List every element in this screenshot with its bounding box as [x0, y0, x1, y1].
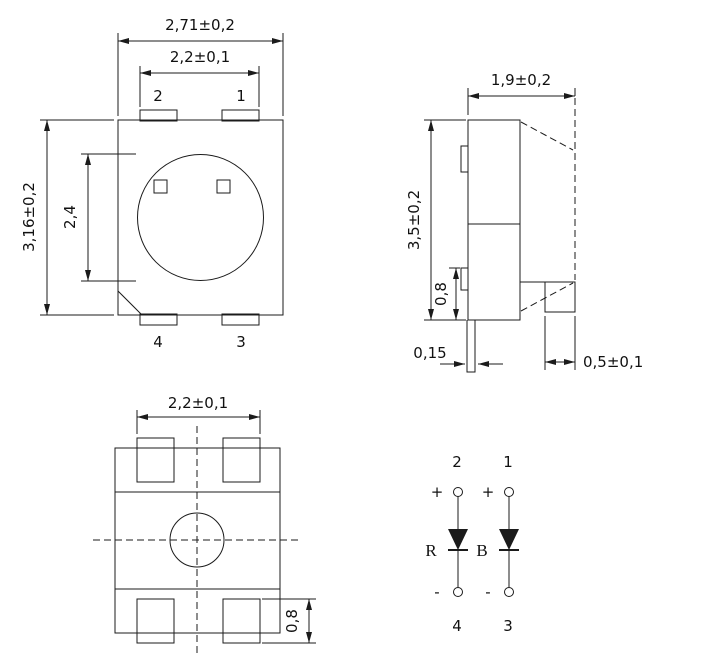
schematic-diode-red: 2 + - R 4: [425, 453, 468, 635]
bottom-view: 2,2±0,1 0,8: [93, 394, 316, 655]
side-dashed-diagonal-bottom: [520, 282, 574, 312]
side-lead-notch-top: [460, 145, 468, 173]
dim-label-height: 3,5±0,2: [405, 190, 423, 250]
diode-label-r: R: [425, 541, 437, 560]
schematic-pin-1-label: 1: [503, 453, 513, 471]
dim-label-depth: 1,9±0,2: [491, 71, 551, 89]
side-view: 1,9±0,2 3,5±0,2 0,8 0,15 0,5±0,1: [405, 71, 643, 373]
dim-label-outer-width: 2,71±0,2: [165, 16, 235, 34]
side-dim-depth: 1,9±0,2: [467, 71, 576, 115]
diode-triangle-right: [499, 529, 519, 550]
schematic-diode-blue: 1 + - B 3: [476, 453, 519, 635]
terminal-bottom-left: [453, 587, 463, 597]
front-lead-top-left: [139, 109, 178, 122]
front-lead-bottom-right: [221, 313, 260, 326]
side-package-body: [467, 119, 521, 321]
side-dim-height: 3,5±0,2: [405, 119, 466, 321]
bottom-dim-pad-height: 0,8: [262, 598, 316, 644]
bottom-pad-top-left: [136, 437, 175, 483]
plus-sign-left: +: [431, 483, 444, 501]
schematic-pin-4-label: 4: [452, 617, 462, 635]
side-lead-foot: [544, 281, 576, 313]
side-dashed-diagonal-top: [520, 121, 574, 151]
front-polarity-chamfer: [117, 290, 143, 316]
front-view: 2,71±0,2 2,2±0,1 3,16±0,2 2,4 2 1 4 3: [20, 16, 284, 351]
terminal-top-right: [504, 487, 514, 497]
bottom-pad-bottom-right: [222, 598, 261, 644]
dim-label-outer-height: 3,16±0,2: [20, 182, 38, 252]
schematic-pin-3-label: 3: [503, 617, 513, 635]
side-dim-foot-length: 0,5±0,1: [544, 316, 643, 371]
side-lead-notch-bottom: [460, 267, 468, 291]
front-chip-right: [216, 179, 231, 194]
side-lead-below-body: [466, 320, 476, 373]
schematic: 2 + - R 4 1 + - B 3: [425, 453, 519, 635]
front-dim-pad-span: 2,2±0,1: [139, 48, 260, 107]
side-dim-lead-thickness: 0,15: [413, 344, 503, 367]
minus-sign-right: -: [485, 583, 490, 601]
terminal-bottom-right: [504, 587, 514, 597]
plus-sign-right: +: [482, 483, 495, 501]
dim-label-bottom-pad-height: 0,8: [283, 609, 301, 633]
front-dim-outer-height: 3,16±0,2: [20, 119, 114, 316]
dim-label-lead-thickness: 0,15: [413, 344, 446, 362]
bottom-pad-top-right: [222, 437, 261, 483]
front-pin-1-label: 1: [236, 87, 246, 105]
front-chip-left: [153, 179, 168, 194]
front-dim-lens-diameter: 2,4: [61, 153, 136, 282]
front-lead-top-right: [221, 109, 260, 122]
dim-label-foot-length: 0,5±0,1: [583, 353, 643, 371]
front-lens-circle: [137, 154, 264, 281]
dim-label-lead-offset: 0,8: [432, 282, 450, 306]
front-dim-outer-width: 2,71±0,2: [117, 16, 284, 116]
front-lead-bottom-left: [139, 313, 178, 326]
front-pin-3-label: 3: [236, 333, 246, 351]
front-package-body: [117, 119, 284, 316]
dim-label-pad-span: 2,2±0,1: [170, 48, 230, 66]
dim-label-bottom-pad-span: 2,2±0,1: [168, 394, 228, 412]
terminal-top-left: [453, 487, 463, 497]
side-dim-lead-offset: 0,8: [432, 267, 460, 320]
schematic-pin-2-label: 2: [452, 453, 462, 471]
dim-label-lens-diameter: 2,4: [61, 205, 79, 229]
diode-label-b: B: [476, 541, 487, 560]
diode-triangle-left: [448, 529, 468, 550]
bottom-dim-pad-span: 2,2±0,1: [136, 394, 261, 434]
bottom-pad-bottom-left: [136, 598, 175, 644]
front-pin-4-label: 4: [153, 333, 163, 351]
front-pin-2-label: 2: [153, 87, 163, 105]
minus-sign-left: -: [434, 583, 439, 601]
